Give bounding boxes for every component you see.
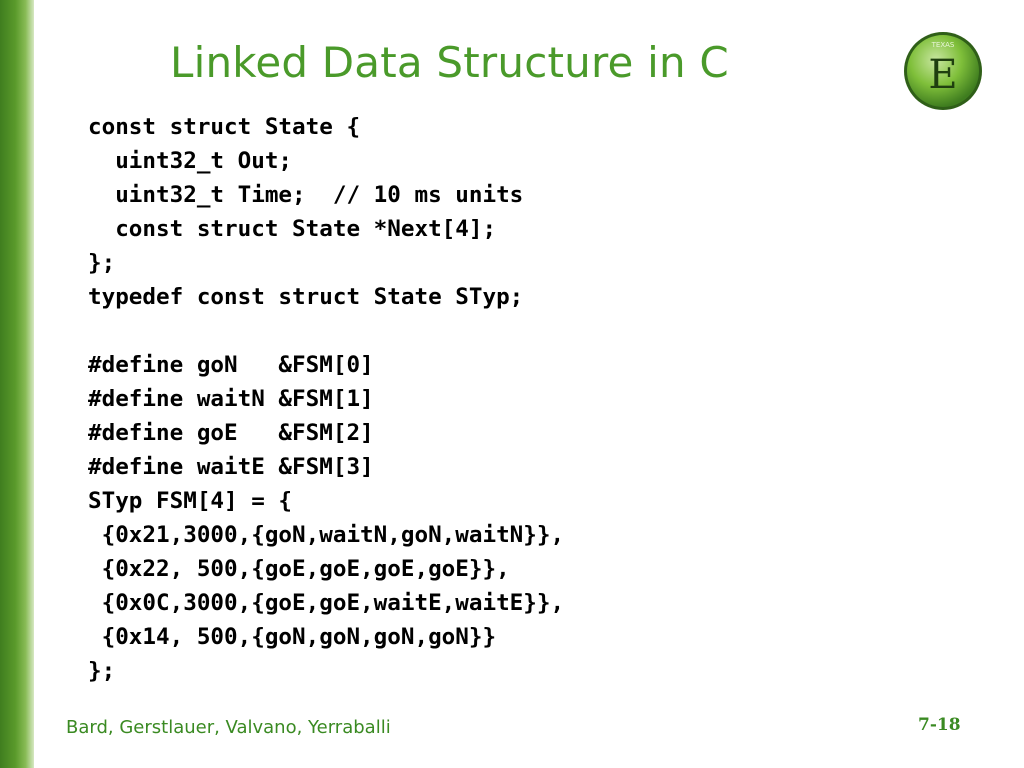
logo-top-text: TEXAS (931, 41, 955, 49)
logo-letter: E (928, 52, 957, 98)
code-line: #define goE &FSM[2] (88, 420, 374, 446)
texas-e-logo-icon: TEXAS E (904, 32, 982, 110)
code-line: STyp FSM[4] = { (88, 488, 293, 514)
code-line: #define waitE &FSM[3] (88, 454, 374, 480)
code-line: const struct State { (88, 114, 361, 140)
code-line: {0x22, 500,{goE,goE,goE,goE}}, (88, 556, 510, 582)
code-block: const struct State { uint32_t Out; uint3… (88, 110, 564, 688)
code-line: {0x14, 500,{goN,goN,goN,goN}} (88, 624, 497, 650)
slide-title: Linked Data Structure in C (170, 38, 729, 87)
code-line: #define goN &FSM[0] (88, 352, 374, 378)
code-line: uint32_t Out; (88, 148, 293, 174)
code-line: typedef const struct State STyp; (88, 284, 524, 310)
code-line: #define waitN &FSM[1] (88, 386, 374, 412)
code-line: {0x21,3000,{goN,waitN,goN,waitN}}, (88, 522, 565, 548)
code-line: const struct State *Next[4]; (88, 216, 497, 242)
left-accent-bar (0, 0, 34, 768)
code-line: uint32_t Time; // 10 ms units (88, 182, 524, 208)
page-number: 7-18 (918, 715, 961, 735)
code-line: }; (88, 250, 116, 276)
code-line: }; (88, 658, 116, 684)
code-line-blank (88, 314, 564, 348)
code-line: {0x0C,3000,{goE,goE,waitE,waitE}}, (88, 590, 565, 616)
footer-authors: Bard, Gerstlauer, Valvano, Yerraballi (66, 717, 391, 738)
